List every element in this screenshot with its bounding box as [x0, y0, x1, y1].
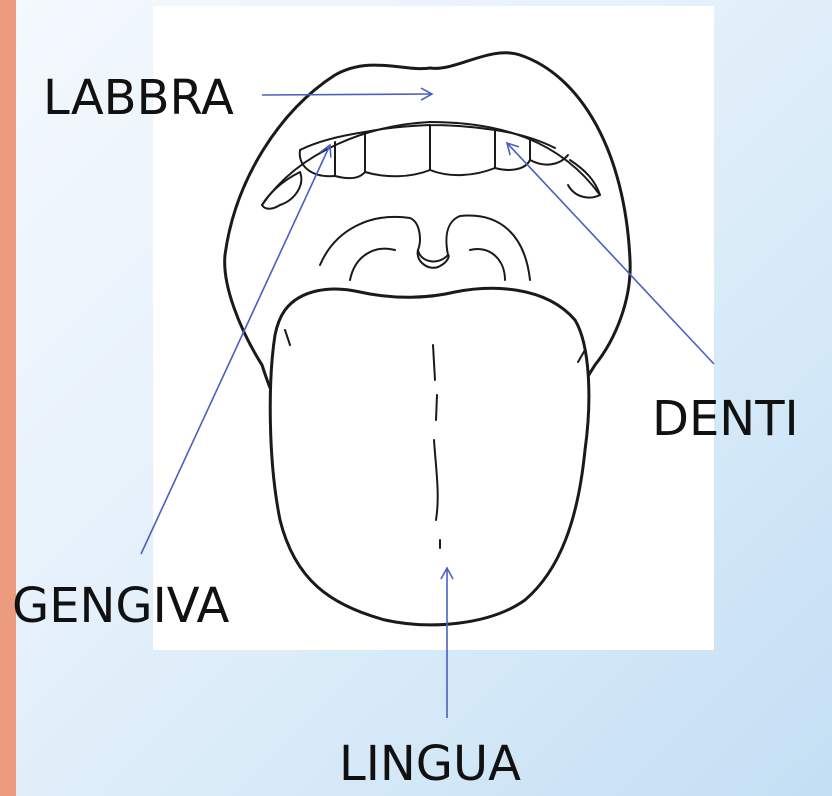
label-lingua: LINGUA: [339, 740, 521, 788]
upper-lip-outline: [225, 53, 630, 260]
mouth-drawing: [225, 53, 630, 625]
label-gengiva: GENGIVA: [12, 582, 229, 630]
tooth-left-1: [365, 170, 430, 176]
leader-labbra: [262, 94, 432, 95]
tooth-right-2: [495, 138, 530, 170]
label-labbra: LABBRA: [43, 74, 234, 122]
tooth-right-1: [430, 168, 495, 175]
label-denti: DENTI: [652, 395, 799, 443]
side-teeth-left: [262, 172, 301, 209]
tongue-outline: [270, 288, 589, 624]
soft-palate: [320, 216, 530, 280]
tooth-left-2: [335, 142, 365, 178]
throat-back: [350, 249, 505, 280]
upper-teeth-row: [300, 125, 555, 172]
